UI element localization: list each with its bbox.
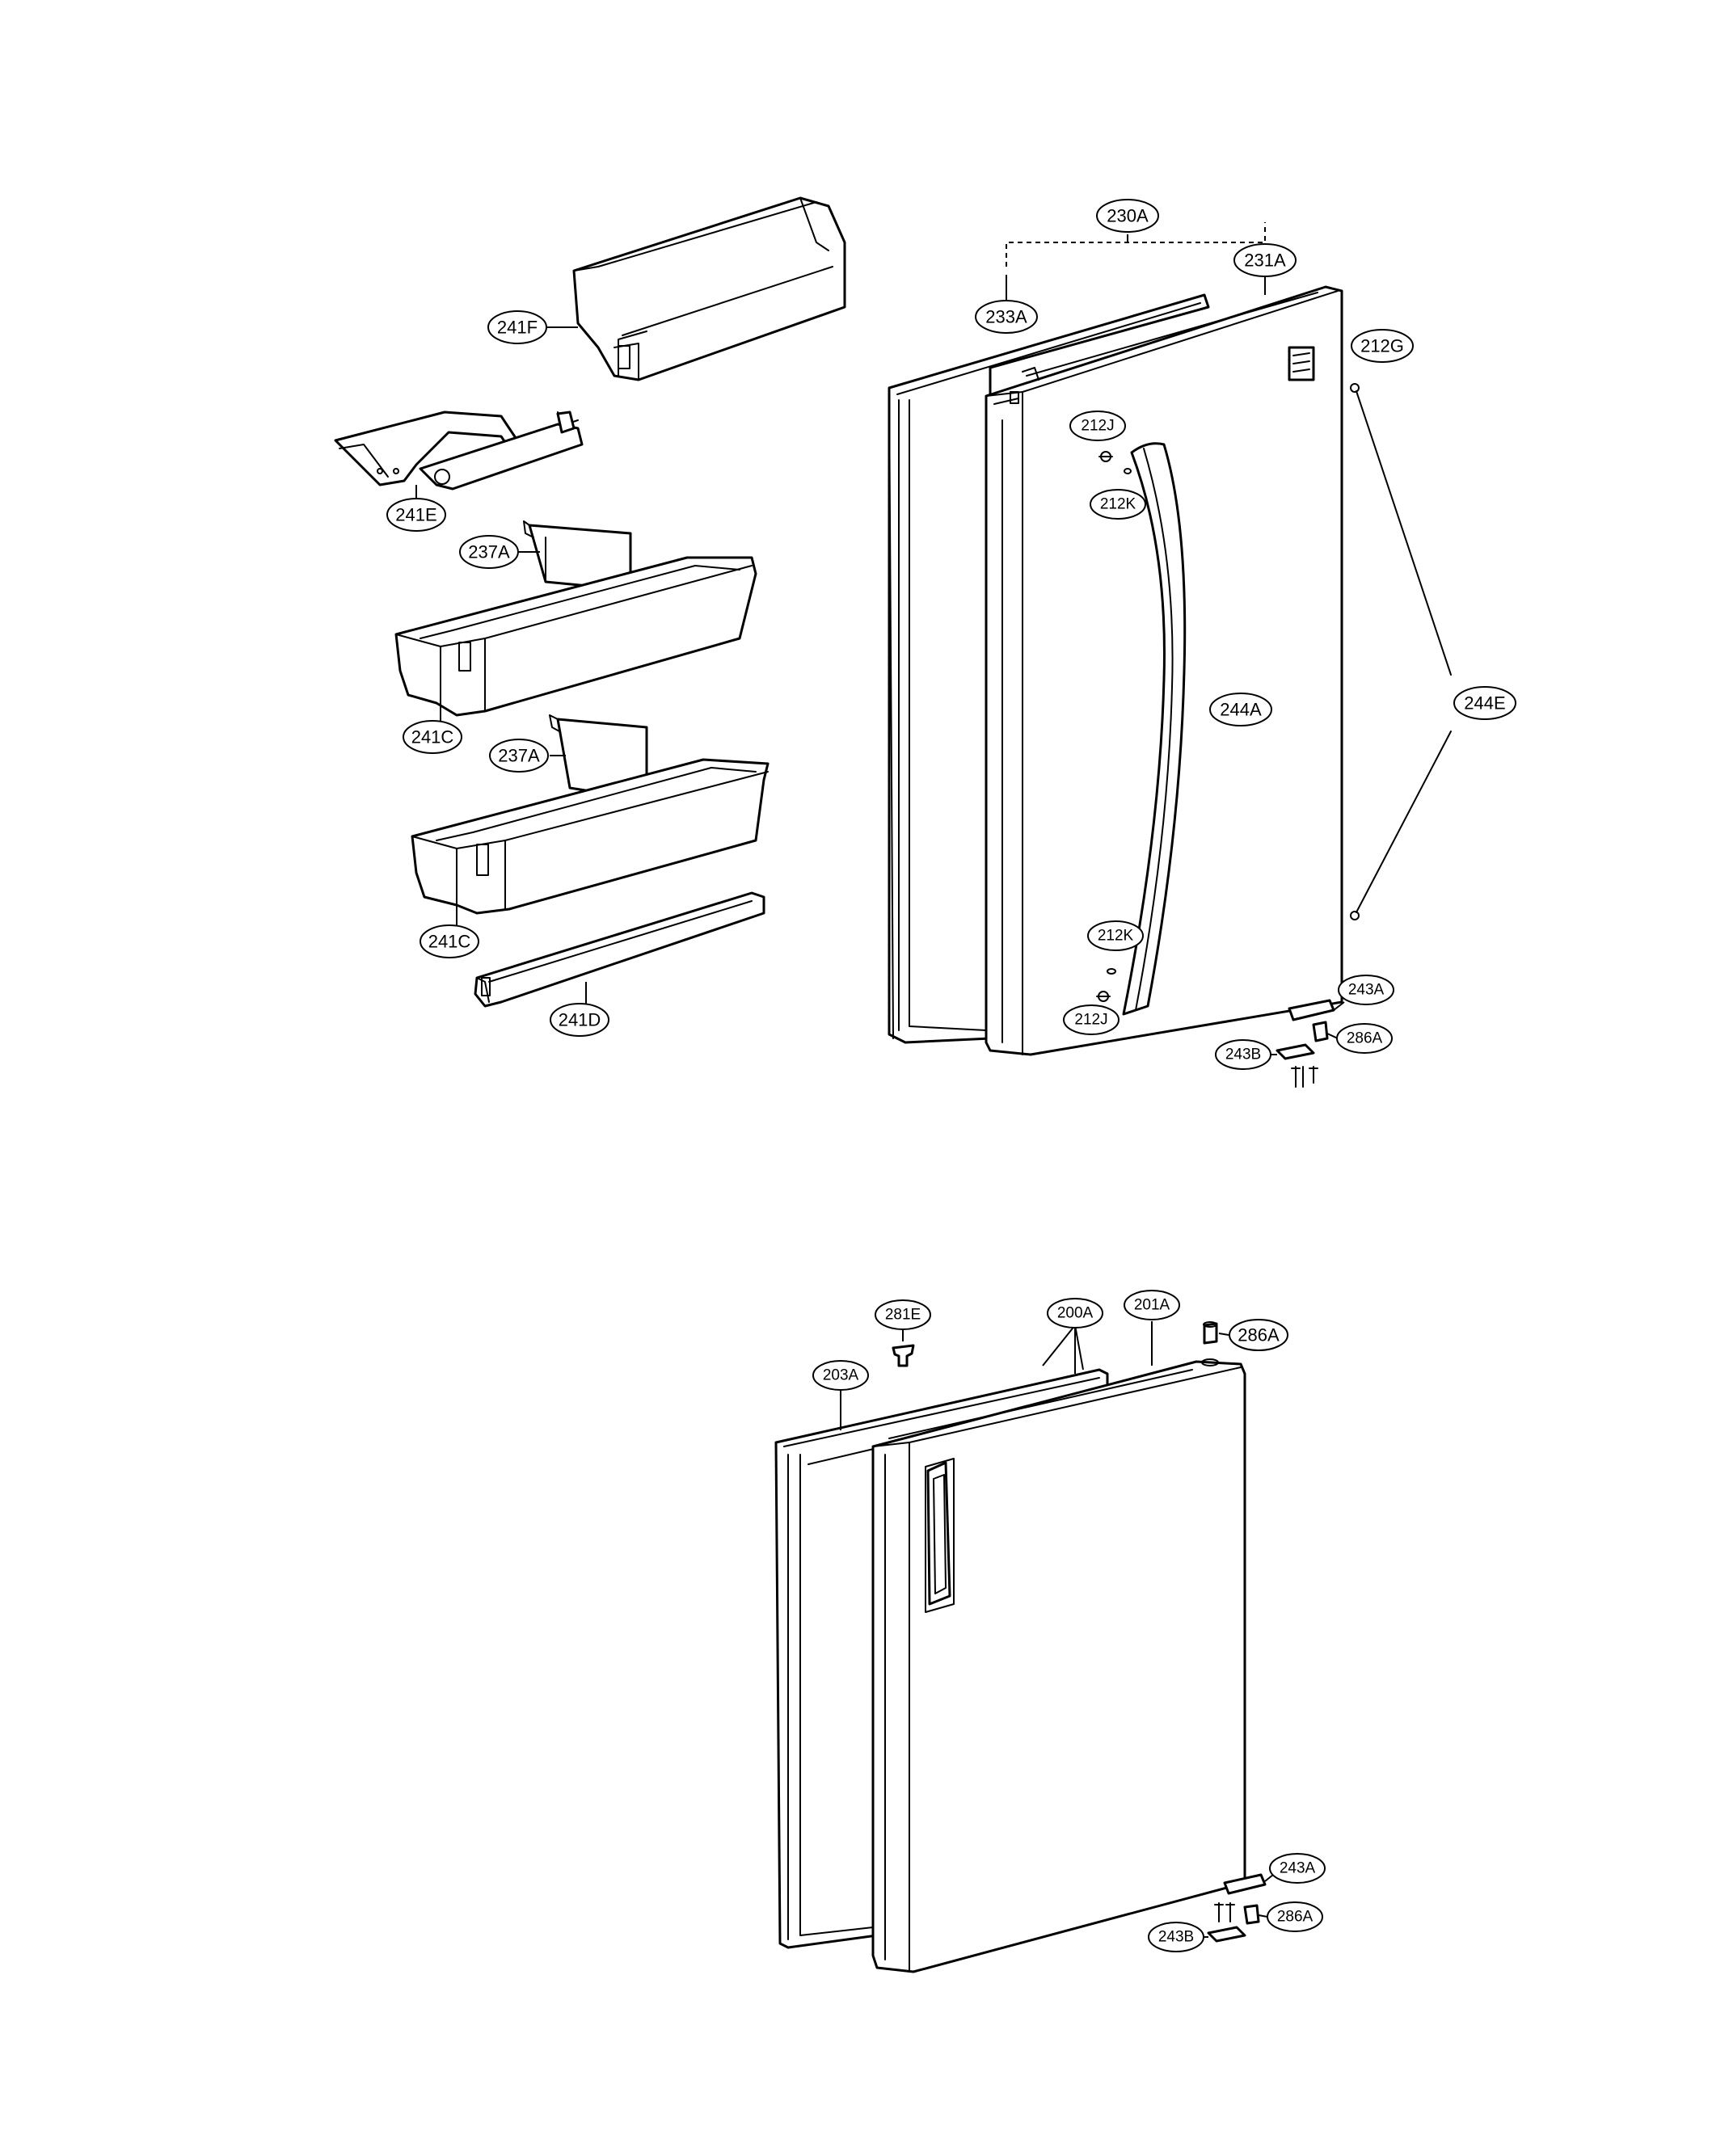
callout-label-286A-top: 286A	[1347, 1030, 1383, 1047]
freezer-leaders	[840, 1321, 1153, 1430]
callout-286A-freezer-bottom: 286A	[1267, 1901, 1323, 1932]
callout-label-231A: 231A	[1244, 251, 1286, 271]
callout-241F: 241F	[487, 310, 547, 344]
callout-212K-top: 212K	[1090, 489, 1146, 520]
callout-label-243B-top: 243B	[1225, 1046, 1261, 1063]
callout-212K-bottom: 212K	[1087, 920, 1144, 951]
callout-label-212G: 212G	[1360, 336, 1404, 356]
callout-241D: 241D	[550, 1003, 609, 1037]
freezer-door-panel-201A	[871, 1360, 1246, 1973]
door-cable-244E	[1350, 383, 1452, 920]
callout-241E: 241E	[386, 498, 446, 532]
door-bin-241C-1	[394, 556, 757, 723]
callout-237A-2: 237A	[489, 739, 549, 773]
callout-label-212K-bottom: 212K	[1098, 928, 1134, 945]
callout-label-243B-freezer: 243B	[1158, 1929, 1194, 1946]
callout-label-243A-freezer: 243A	[1280, 1860, 1316, 1877]
callout-212J-bottom: 212J	[1063, 1004, 1120, 1035]
callout-label-233A: 233A	[985, 307, 1027, 327]
bin-cradle-241E	[334, 411, 584, 501]
callout-label-286A-freezer-top: 286A	[1238, 1325, 1280, 1345]
callout-237A-1: 237A	[459, 535, 519, 569]
callout-281E: 281E	[875, 1299, 931, 1330]
callout-label-212J-bottom: 212J	[1074, 1012, 1107, 1029]
callout-243B-freezer: 243B	[1148, 1922, 1204, 1952]
callout-label-237A-2: 237A	[498, 746, 540, 766]
callout-286A-top: 286A	[1336, 1023, 1393, 1054]
callout-label-203A: 203A	[823, 1367, 859, 1384]
hinge-set-top	[1271, 999, 1345, 1088]
callout-label-212K-top: 212K	[1100, 496, 1136, 513]
bushing-286A-freezer-top	[1201, 1321, 1229, 1366]
callout-230A: 230A	[1096, 199, 1159, 233]
callout-label-281E: 281E	[885, 1307, 921, 1324]
callout-233A: 233A	[975, 300, 1038, 334]
callout-286A-freezer-top: 286A	[1229, 1319, 1288, 1351]
callout-label-212J-top: 212J	[1081, 418, 1114, 435]
callout-label-241F: 241F	[497, 318, 538, 338]
callout-label-200A: 200A	[1057, 1305, 1094, 1322]
callout-241C-1: 241C	[403, 720, 462, 754]
callout-241C-2: 241C	[420, 924, 479, 958]
cap-281E	[892, 1329, 915, 1367]
callout-label-243A-top: 243A	[1348, 982, 1385, 999]
callout-231A: 231A	[1233, 243, 1297, 277]
callout-label-244A: 244A	[1220, 700, 1262, 720]
callout-244E: 244E	[1453, 686, 1516, 720]
callout-243A-top: 243A	[1338, 975, 1394, 1005]
callout-203A: 203A	[812, 1360, 869, 1391]
callout-label-241C-2: 241C	[428, 932, 471, 952]
door-bin-241F	[572, 196, 846, 381]
callout-label-241E: 241E	[395, 505, 436, 525]
callout-243B-top: 243B	[1215, 1039, 1271, 1070]
callout-212G: 212G	[1351, 329, 1414, 363]
callout-label-241C-1: 241C	[411, 727, 454, 747]
bin-leaders	[517, 326, 578, 756]
door-bin-241C-2	[411, 758, 770, 925]
door-panel-231A	[985, 285, 1343, 1056]
bin-rail-241D	[474, 891, 765, 1008]
callout-label-230A: 230A	[1107, 206, 1149, 226]
assembly-leader-200A	[1042, 1324, 1084, 1374]
callout-label-201A: 201A	[1134, 1297, 1170, 1314]
callout-212J-top: 212J	[1069, 411, 1126, 441]
callout-244A: 244A	[1209, 693, 1272, 726]
callout-label-241D: 241D	[559, 1010, 601, 1030]
callout-label-237A-1: 237A	[468, 542, 510, 562]
callout-label-286A-freezer-bottom: 286A	[1277, 1909, 1314, 1926]
hinge-set-freezer	[1203, 1873, 1274, 1943]
callout-200A: 200A	[1047, 1298, 1103, 1329]
callout-243A-freezer: 243A	[1269, 1853, 1326, 1884]
callout-201A: 201A	[1124, 1290, 1180, 1320]
callout-label-244E: 244E	[1464, 693, 1505, 714]
